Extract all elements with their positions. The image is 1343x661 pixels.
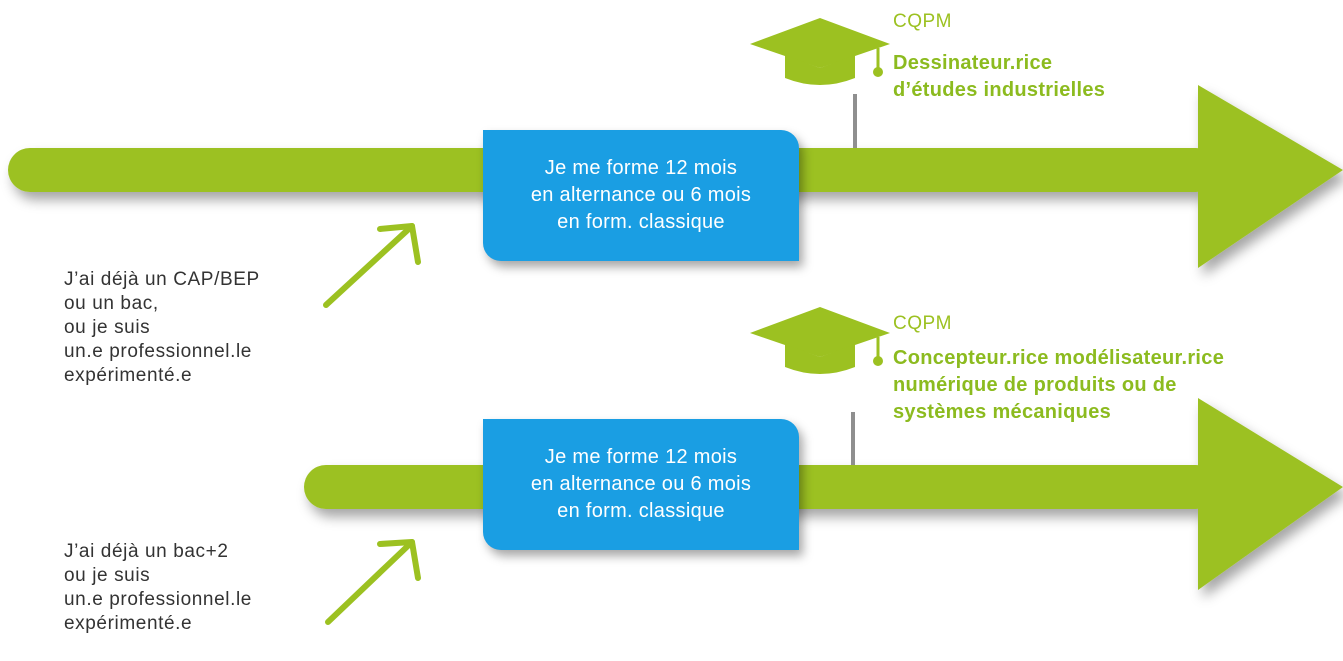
path-2-connector: [851, 412, 855, 465]
path-2-entry-arrow: [325, 539, 421, 625]
path-2-arrow: [304, 398, 1343, 590]
path-2-qualification-title: Concepteur.rice modélisateur.rice numéri…: [893, 347, 1225, 423]
path-1-training-text: Je me forme 12 mois en alternance ou 6 m…: [530, 157, 752, 233]
path-1-training-box: Je me forme 12 mois en alternance ou 6 m…: [483, 130, 799, 261]
graduation-cap-icon: [750, 18, 890, 85]
path-1-qualification-title: Dessinateur.rice d’études industrielles: [893, 52, 1106, 101]
path-2-training-box: Je me forme 12 mois en alternance ou 6 m…: [483, 419, 799, 550]
graduation-cap-icon: [750, 307, 890, 374]
path-2-qualification-category: CQPM: [893, 313, 952, 334]
path-1-qualification-category: CQPM: [893, 11, 952, 32]
path-1-prerequisite: J’ai déjà un CAP/BEP ou un bac, ou je su…: [64, 269, 260, 386]
path-2-training-text: Je me forme 12 mois en alternance ou 6 m…: [530, 446, 752, 522]
path-1-connector: [853, 94, 857, 148]
path-1-entry-arrow: [323, 223, 421, 308]
path-2-prerequisite: J’ai déjà un bac+2 ou je suis un.e profe…: [64, 541, 252, 634]
